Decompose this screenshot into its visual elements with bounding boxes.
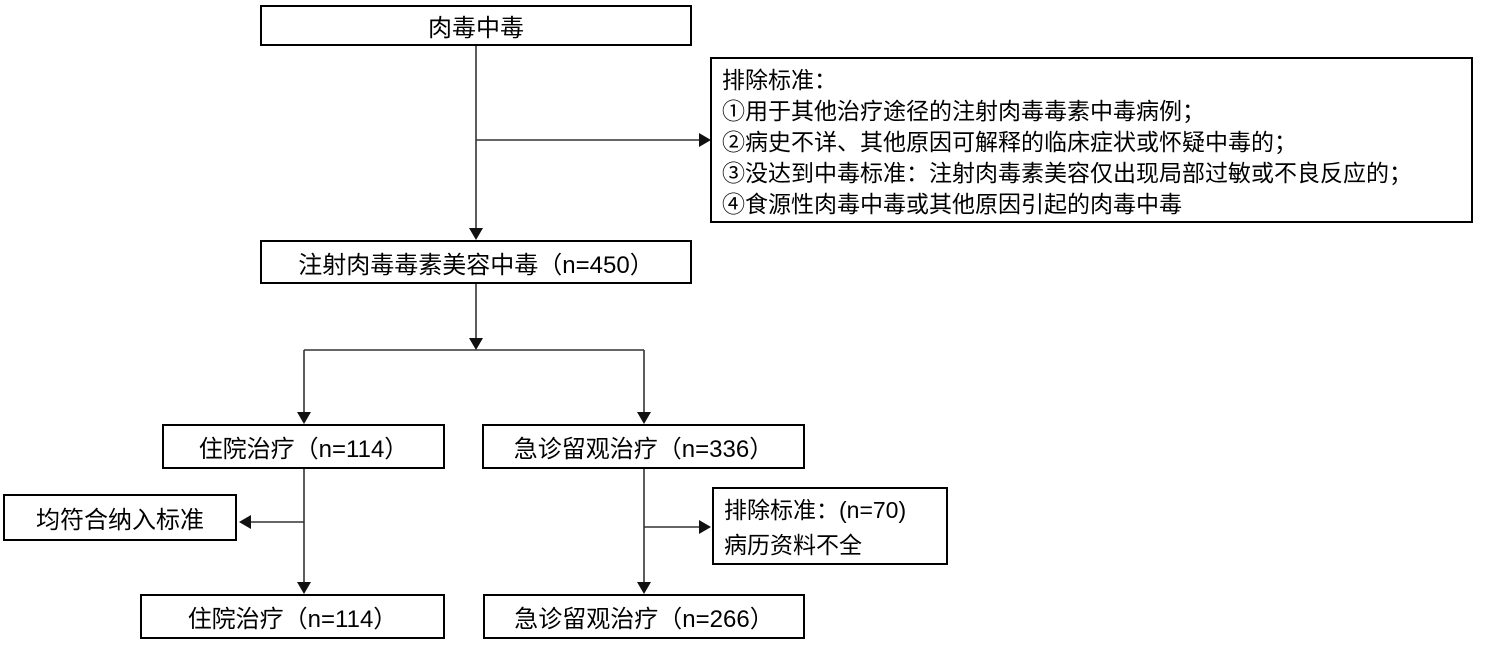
node-excluded-records: 排除标准：(n=70) 病历资料不全 <box>712 487 948 565</box>
node-inclusion-label: 均符合纳入标准 <box>36 507 204 534</box>
arrowhead-down-emergency <box>637 412 651 424</box>
node-cohort: 注射肉毒毒素美容中毒（n=450） <box>260 240 692 284</box>
node-emergency: 急诊留观治疗（n=336） <box>482 424 805 469</box>
exclusion-criteria-title: 排除标准： <box>722 67 837 93</box>
arrowhead-down-split <box>469 338 483 350</box>
arrowhead-down-inpatient-final <box>297 582 311 594</box>
node-botulism: 肉毒中毒 <box>260 5 692 46</box>
arrowhead-right-exclusion-criteria <box>699 133 711 147</box>
node-inpatient-label: 住院治疗（n=114） <box>198 436 409 463</box>
node-inpatient: 住院治疗（n=114） <box>162 424 445 469</box>
arrowhead-down-cohort <box>469 228 483 240</box>
arrowhead-down-inpatient <box>297 412 311 424</box>
excluded-records-line-2: 病历资料不全 <box>724 532 862 558</box>
exclusion-criteria-item-3: ③没达到中毒标准：注射肉毒素美容仅出现局部过敏或不良反应的； <box>722 160 1412 186</box>
node-botulism-label: 肉毒中毒 <box>428 15 524 42</box>
node-inpatient-final: 住院治疗（n=114） <box>140 594 445 639</box>
node-emergency-final-label: 急诊留观治疗（n=266） <box>514 606 774 633</box>
node-cohort-label: 注射肉毒毒素美容中毒（n=450） <box>298 251 654 279</box>
arrowhead-left-inclusion <box>239 515 251 529</box>
arrowhead-down-emergency-final <box>637 582 651 594</box>
exclusion-criteria-item-1: ①用于其他治疗途径的注射肉毒毒素中毒病例； <box>722 98 1205 124</box>
node-emergency-final: 急诊留观治疗（n=266） <box>483 594 805 639</box>
exclusion-criteria-item-2: ②病史不详、其他原因可解释的临床症状或怀疑中毒的； <box>722 129 1297 155</box>
exclusion-criteria-item-4: ④食源性肉毒中毒或其他原因引起的肉毒中毒 <box>722 191 1182 217</box>
node-inpatient-final-label: 住院治疗（n=114） <box>187 606 398 633</box>
node-inclusion: 均符合纳入标准 <box>3 494 237 541</box>
node-emergency-label: 急诊留观治疗（n=336） <box>513 436 774 463</box>
node-exclusion-criteria: 排除标准： ①用于其他治疗途径的注射肉毒毒素中毒病例； ②病史不详、其他原因可解… <box>710 57 1473 223</box>
excluded-records-line-1: 排除标准：(n=70) <box>724 497 907 523</box>
arrowhead-right-excluded-records <box>699 520 711 534</box>
